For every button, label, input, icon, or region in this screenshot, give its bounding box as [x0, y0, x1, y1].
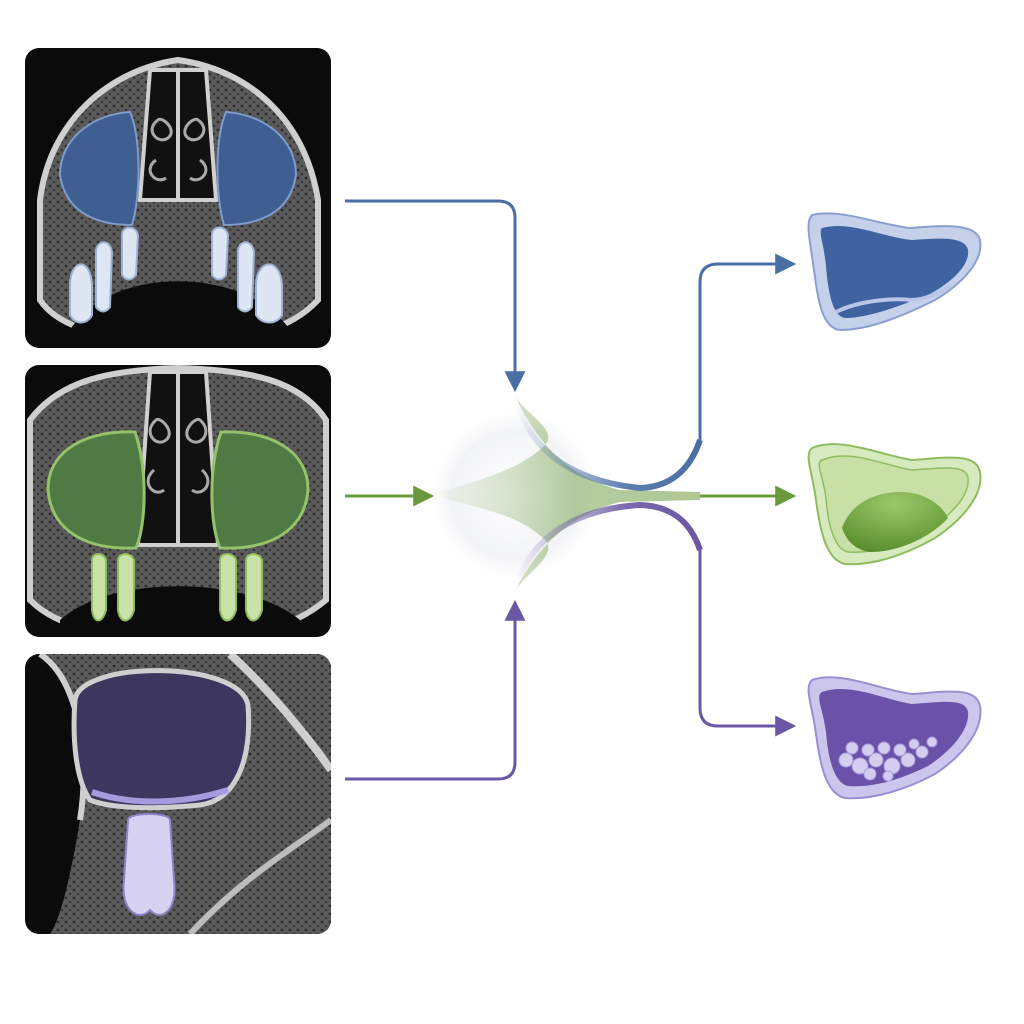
connector-purple-in [345, 604, 515, 779]
sinus-fill-thin-lining [821, 226, 968, 318]
output-sinus-blue [808, 213, 980, 330]
connector-blue-in [345, 201, 515, 388]
output-connectors [700, 264, 792, 726]
input-panel-sagittal-purple [25, 654, 331, 934]
ct-scan-sagittal-icon [40, 654, 331, 934]
fusion-node-icon [423, 395, 700, 592]
input-panel-coronal-green [25, 365, 331, 637]
ct-scan-coronal-icon [30, 368, 326, 637]
input-panel-coronal-blue [25, 48, 331, 348]
output-sinus-purple [809, 677, 981, 798]
output-sinus-green [809, 444, 981, 564]
connector-purple-out [700, 548, 792, 726]
connector-blue-out [700, 264, 792, 445]
